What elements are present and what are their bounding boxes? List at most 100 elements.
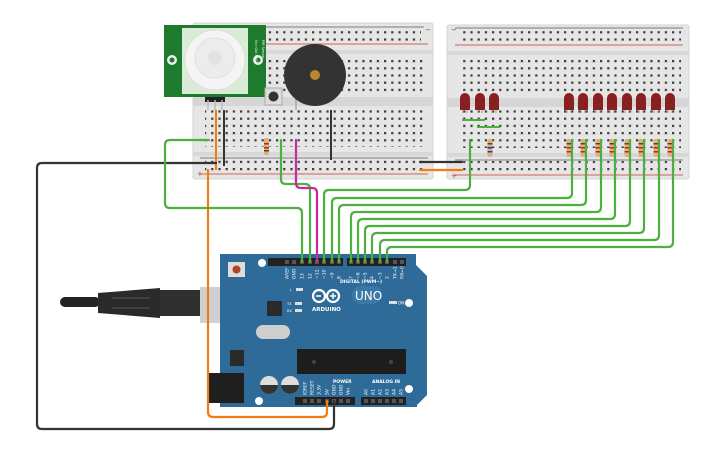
digital-pin-label: ~3 bbox=[378, 272, 384, 279]
arduino-uno[interactable]: ARDUINO UNO DIGITAL (PWM~) POWER ANALOG … bbox=[208, 254, 427, 407]
digital-pin-label: AREF bbox=[285, 267, 291, 279]
digital-pin-label: ~11 bbox=[315, 269, 321, 279]
led-red[interactable] bbox=[636, 93, 646, 113]
resistor[interactable] bbox=[264, 138, 269, 155]
crystal bbox=[256, 325, 290, 339]
wire-led-to-pin[interactable] bbox=[356, 138, 617, 264]
usb-cable[interactable] bbox=[60, 287, 242, 323]
led-red[interactable] bbox=[593, 93, 603, 113]
model-label: UNO bbox=[355, 289, 382, 303]
power-pin-label: GND bbox=[339, 384, 345, 395]
power-pin-label: 3.3V bbox=[317, 384, 323, 395]
digital-pin-label: 12 bbox=[308, 273, 314, 279]
rail-plus-label: + bbox=[197, 170, 203, 178]
header-pin[interactable] bbox=[310, 399, 314, 403]
header-pin[interactable] bbox=[339, 399, 343, 403]
resistor[interactable] bbox=[487, 139, 493, 157]
led-red[interactable] bbox=[665, 93, 675, 113]
led-red[interactable] bbox=[622, 93, 632, 113]
analog-label: ANALOG IN bbox=[372, 379, 400, 385]
wire-led-to-pin[interactable] bbox=[349, 138, 603, 264]
analog-pin-label: A3 bbox=[385, 389, 391, 395]
header-pin[interactable] bbox=[364, 399, 368, 403]
wire-led-to-pin[interactable] bbox=[370, 138, 646, 264]
l-led-label: L bbox=[290, 288, 292, 292]
digital-pin-label: 7 bbox=[349, 276, 355, 279]
power-pin-label: RESET bbox=[310, 380, 316, 395]
resistor[interactable] bbox=[624, 139, 630, 157]
rail-minus-label: − bbox=[425, 26, 431, 34]
wire-pir-to-pin13[interactable] bbox=[163, 138, 304, 264]
header-pin[interactable] bbox=[292, 260, 296, 264]
header-pin[interactable] bbox=[393, 260, 397, 264]
resistor[interactable] bbox=[638, 139, 644, 157]
wire-led-to-pin[interactable] bbox=[363, 138, 632, 264]
resistor[interactable] bbox=[580, 139, 586, 157]
pir-sensor[interactable]: PIR Sensor Vcc Out GND bbox=[164, 25, 266, 110]
digital-pin-label: GND bbox=[292, 268, 298, 279]
header-pin[interactable] bbox=[392, 399, 396, 403]
header-pin[interactable] bbox=[378, 399, 382, 403]
digital-header-right bbox=[347, 258, 406, 266]
led-red[interactable] bbox=[489, 93, 499, 113]
power-pin-label: Vin bbox=[346, 388, 352, 395]
pir-label: PIR Sensor bbox=[261, 40, 265, 59]
wire-led-to-pin[interactable] bbox=[337, 138, 588, 264]
rail-plus-label-2: + bbox=[451, 172, 457, 180]
header-pin[interactable] bbox=[303, 399, 307, 403]
wire-led-to-pin[interactable] bbox=[330, 138, 574, 264]
analog-pin-label: A5 bbox=[399, 389, 405, 395]
power-pin-label: IOREF bbox=[303, 381, 309, 395]
digital-header-left bbox=[268, 258, 343, 266]
digital-pin-label: ~5 bbox=[363, 272, 369, 279]
pir-pin-label: Vcc Out GND bbox=[254, 40, 258, 63]
power-label: POWER bbox=[333, 379, 352, 385]
wire-led-to-pin[interactable] bbox=[322, 138, 472, 264]
wire-ground[interactable] bbox=[35, 161, 336, 431]
analog-pin-label: A1 bbox=[371, 389, 377, 395]
analog-header bbox=[361, 397, 406, 405]
wire-5v[interactable] bbox=[206, 168, 329, 419]
led-red[interactable] bbox=[460, 93, 470, 113]
analog-pin-label: A2 bbox=[378, 389, 384, 395]
power-pin-label: GND bbox=[332, 384, 338, 395]
led-red[interactable] bbox=[564, 93, 574, 113]
analog-pin-label: A0 bbox=[364, 389, 370, 395]
header-pin[interactable] bbox=[400, 260, 404, 264]
analog-pin-label: A4 bbox=[392, 389, 398, 395]
led-red[interactable] bbox=[607, 93, 617, 113]
header-pin[interactable] bbox=[399, 399, 403, 403]
header-pin[interactable] bbox=[346, 399, 350, 403]
digital-pin-label: RX←0 bbox=[400, 266, 406, 279]
digital-pin-label: TX→1 bbox=[393, 266, 399, 280]
wire-led-to-pin[interactable] bbox=[385, 138, 675, 264]
piezo-buzzer[interactable] bbox=[284, 44, 346, 110]
rx-led-label: RX bbox=[287, 309, 292, 313]
power-pin-label: 5V bbox=[325, 388, 331, 395]
resistor[interactable] bbox=[653, 139, 659, 157]
wire-buzzer-to-pin11[interactable] bbox=[294, 138, 319, 264]
digital-pin-label: ~10 bbox=[322, 269, 328, 279]
header-pin[interactable] bbox=[317, 399, 321, 403]
digital-pin-label: 13 bbox=[300, 273, 306, 279]
resistor[interactable] bbox=[667, 139, 673, 157]
digital-pin-label: 2 bbox=[385, 276, 391, 279]
led-red[interactable] bbox=[651, 93, 661, 113]
header-pin[interactable] bbox=[371, 399, 375, 403]
power-jack[interactable] bbox=[208, 373, 244, 403]
arduino-logo-icon bbox=[311, 288, 341, 304]
led-red[interactable] bbox=[578, 93, 588, 113]
push-button[interactable] bbox=[264, 87, 283, 106]
resistor[interactable] bbox=[609, 139, 615, 157]
tx-led-label: TX bbox=[286, 302, 292, 306]
digital-pin-label: ~9 bbox=[330, 272, 336, 279]
digital-pin-label: 4 bbox=[370, 276, 376, 279]
brand-label: ARDUINO bbox=[312, 307, 341, 313]
header-pin[interactable] bbox=[285, 260, 289, 264]
header-pin[interactable] bbox=[385, 399, 389, 403]
resistor[interactable] bbox=[566, 139, 572, 157]
digital-pin-label: ~6 bbox=[356, 272, 362, 279]
wire-led-to-pin[interactable] bbox=[378, 138, 661, 264]
led-red[interactable] bbox=[475, 93, 485, 113]
resistor[interactable] bbox=[595, 139, 601, 157]
